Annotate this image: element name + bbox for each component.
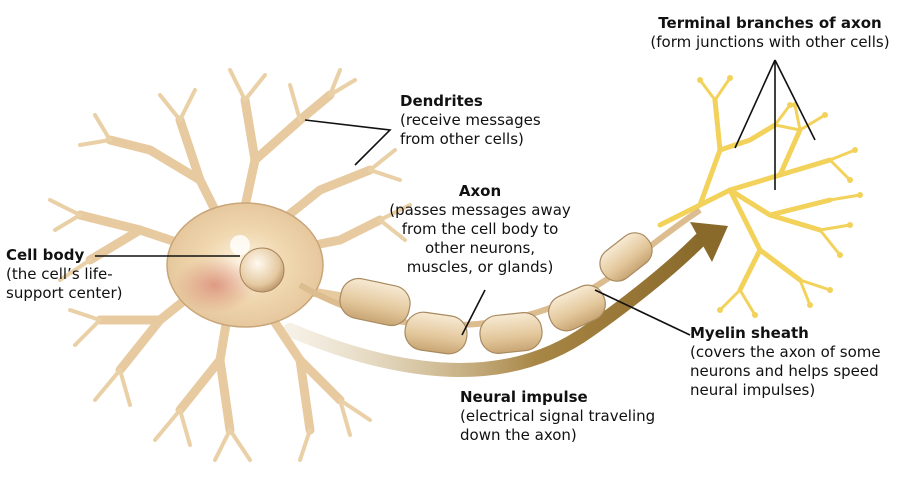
cell-body-title: Cell body — [6, 246, 85, 264]
leader-lines — [95, 59, 816, 336]
axon-desc-4: muscles, or glands) — [406, 258, 554, 276]
label-axon: Axon (passes messages away from the cell… — [380, 182, 580, 277]
label-cell-body: Cell body (the cell’s life- support cent… — [6, 246, 122, 303]
impulse-desc-2: down the axon) — [460, 426, 577, 444]
myelin-leader — [594, 289, 691, 336]
cell-body-desc-1: (the cell’s life- — [6, 265, 113, 283]
terminal-leader-1 — [734, 59, 776, 149]
myelin-desc-3: neural impulses) — [690, 381, 816, 399]
dendrites-desc-1: (receive messages — [400, 111, 541, 129]
axon-leader — [461, 289, 486, 336]
axon-desc-3: other neurons, — [424, 239, 536, 257]
myelin-title: Myelin sheath — [690, 324, 809, 342]
neural-impulse-arrow — [283, 222, 728, 377]
terminal-title: Terminal branches of axon — [658, 14, 882, 32]
terminal-branches — [657, 75, 863, 318]
label-dendrites: Dendrites (receive messages from other c… — [400, 92, 541, 149]
axon-desc-1: (passes messages away — [389, 201, 571, 219]
impulse-desc-1: (electrical signal traveling — [460, 407, 656, 425]
label-myelin-sheath: Myelin sheath (covers the axon of some n… — [690, 324, 881, 400]
label-neural-impulse: Neural impulse (electrical signal travel… — [460, 388, 655, 445]
terminal-desc-1: (form junctions with other cells) — [650, 33, 890, 51]
myelin-desc-2: neurons and helps speed — [690, 362, 879, 380]
myelin-desc-1: (covers the axon of some — [690, 343, 881, 361]
axon-title: Axon — [458, 182, 502, 200]
dendrites-title: Dendrites — [400, 92, 483, 110]
dendrites-leader — [304, 119, 392, 166]
myelin-sheath — [339, 232, 653, 355]
label-terminal-branches: Terminal branches of axon (form junction… — [630, 14, 910, 52]
terminal-leader-3 — [774, 59, 816, 141]
cell-body-desc-2: support center) — [6, 284, 123, 302]
cell-body — [166, 202, 324, 328]
impulse-title: Neural impulse — [460, 388, 588, 406]
axon-desc-2: from the cell body to — [401, 220, 559, 238]
dendrites-desc-2: from other cells) — [400, 130, 524, 148]
